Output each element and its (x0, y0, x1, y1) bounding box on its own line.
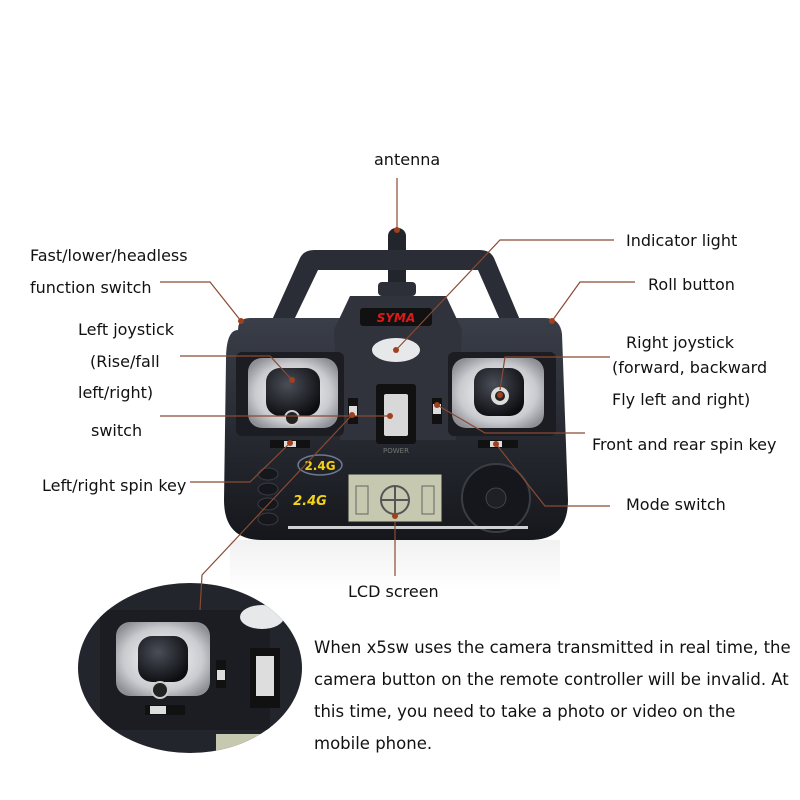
label-fast-lower-headless-1: Fast/lower/headless (30, 246, 188, 265)
label-switch: switch (91, 421, 143, 440)
camera-note-text: When x5sw uses the camera transmitted in… (314, 638, 791, 753)
label-indicator-light: Indicator light (626, 231, 738, 250)
svg-text:2.4G: 2.4G (293, 494, 327, 509)
label-antenna: antenna (374, 150, 441, 169)
label-mode-switch: Mode switch (626, 495, 726, 514)
label-left-joystick-3: left/right) (78, 383, 154, 402)
label-right-joystick-3: Fly left and right) (612, 390, 751, 409)
zoom-inset (78, 583, 302, 753)
label-left-right-spin-key: Left/right spin key (42, 476, 187, 495)
svg-text:POWER: POWER (383, 447, 409, 455)
label-fast-lower-headless-2: function switch (30, 278, 152, 297)
left-joystick[interactable] (266, 368, 320, 416)
power-switch[interactable] (384, 394, 408, 436)
label-left-joystick-2: (Rise/fall (90, 352, 160, 371)
label-right-joystick-1: Right joystick (626, 333, 735, 352)
syma-logo: SYMA (377, 311, 416, 325)
label-right-joystick-2: (forward, backward (612, 358, 768, 377)
label-left-joystick-1: Left joystick (78, 320, 175, 339)
label-front-rear-spin-key: Front and rear spin key (592, 435, 777, 454)
label-lcd-screen: LCD screen (348, 582, 439, 601)
svg-text:2.4G: 2.4G (304, 459, 335, 473)
label-roll-button: Roll button (648, 275, 735, 294)
indicator-light (372, 338, 420, 362)
